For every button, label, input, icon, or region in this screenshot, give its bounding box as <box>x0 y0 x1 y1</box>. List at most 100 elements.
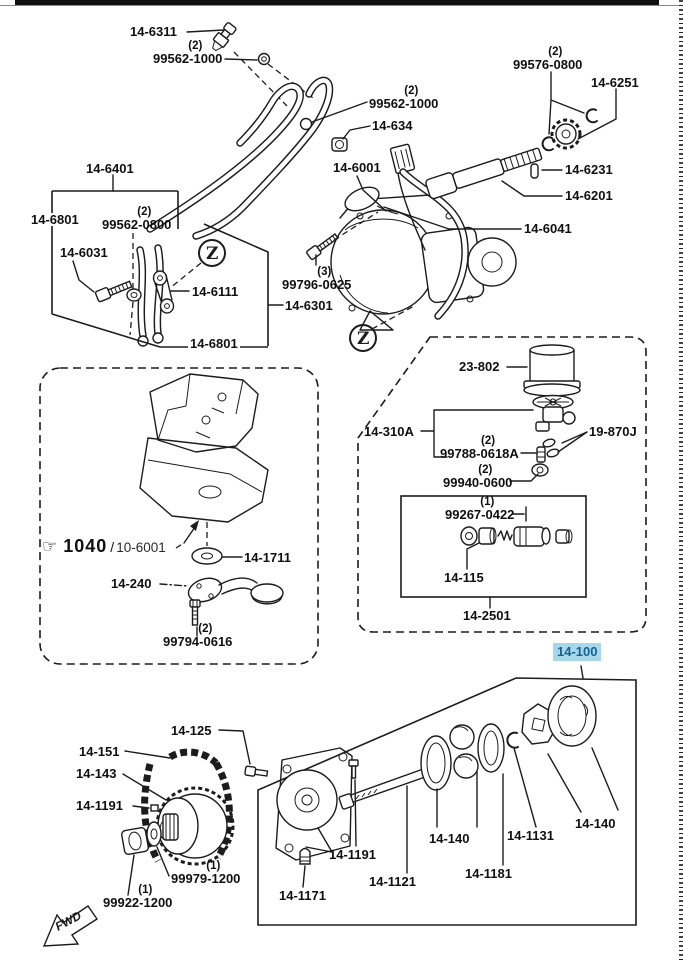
engine-callout[interactable]: ☞ 1040 / 10-6001 <box>42 536 166 557</box>
part-number: 14-634 <box>372 118 413 133</box>
part-number: 99562-1000 <box>369 96 439 111</box>
part-number: 14-1181 <box>465 866 512 881</box>
part-label-14-6041[interactable]: 14-6041 <box>524 222 572 235</box>
part-number: 14-6801 <box>31 212 79 227</box>
part-label-14-1191-left[interactable]: 14-1191 <box>76 799 123 812</box>
part-number: 14-6041 <box>524 221 572 236</box>
part-number: 14-1191 <box>329 847 376 862</box>
part-number: 14-100 <box>553 643 602 661</box>
part-label-14-6231[interactable]: 14-6231 <box>565 163 613 176</box>
part-number: 99796-0625 <box>282 277 352 292</box>
part-label-14-151[interactable]: 14-151 <box>79 745 119 758</box>
relief-valve-box <box>400 495 587 609</box>
part-label-14-6001[interactable]: 14-6001 <box>333 161 381 174</box>
part-label-14-140-a[interactable]: 14-140 <box>429 832 469 845</box>
fwd-direction-arrow: FWD <box>42 905 98 947</box>
part-label-14-140-b[interactable]: 14-140 <box>575 817 615 830</box>
bolt-99796-0625-drawing <box>306 211 379 266</box>
part-label-14-6201[interactable]: 14-6201 <box>565 189 613 202</box>
part-label-14-1171[interactable]: 14-1171 <box>279 889 326 902</box>
part-label-14-6311[interactable]: 14-6311 <box>130 25 177 38</box>
part-label-99794-0616[interactable]: (2)99794-0616 <box>163 623 232 648</box>
part-label-99562-0800[interactable]: (2)99562-0800 <box>102 206 171 231</box>
part-number: 14-115 <box>444 570 484 585</box>
pipe-group-box <box>51 174 268 348</box>
oil-pump-parts-dashed-box <box>357 336 647 633</box>
part-label-14-6111[interactable]: 14-6111 <box>192 285 238 298</box>
zone-marker-z1: Z <box>169 239 226 289</box>
part-label-99979-1200[interactable]: (1)99979-1200 <box>171 860 240 885</box>
oil-pipe-assembly-drawing <box>126 76 348 347</box>
part-number: 99788-0618A <box>440 446 519 461</box>
drive-shaft-assembly-drawing <box>425 108 598 200</box>
quantity-marker: (1) <box>206 860 221 872</box>
part-label-14-125[interactable]: 14-125 <box>171 724 211 737</box>
part-label-99562-1000-a[interactable]: (2)99562-1000 <box>153 40 222 65</box>
part-number: 14-6311 <box>130 24 177 39</box>
engine-block-dashed-box <box>39 367 319 665</box>
part-label-99788-0618A[interactable]: (2)99788-0618A <box>440 435 519 460</box>
part-number: 99562-0800 <box>102 217 172 232</box>
quantity-marker: (2) <box>548 46 563 58</box>
quantity-marker: (1) <box>138 884 153 896</box>
part-number: 14-1191 <box>76 798 123 813</box>
part-label-14-240[interactable]: 14-240 <box>111 577 151 590</box>
quantity-marker: (2) <box>137 206 152 218</box>
part-label-14-6301[interactable]: 14-6301 <box>285 299 333 312</box>
water-pump-drawing <box>275 747 353 888</box>
part-label-14-2501[interactable]: 14-2501 <box>463 609 511 622</box>
part-label-14-634[interactable]: 14-634 <box>372 119 412 132</box>
sprocket-chain-drawing <box>121 729 269 896</box>
quantity-marker: (2) <box>198 623 213 635</box>
part-label-14-1121[interactable]: 14-1121 <box>369 875 416 888</box>
part-label-99922-1200[interactable]: (1)99922-1200 <box>103 884 172 909</box>
relief-valve-parts-drawing <box>460 506 573 570</box>
part-label-14-6031[interactable]: 14-6031 <box>60 246 108 259</box>
part-number: 14-240 <box>111 576 152 591</box>
pipe-group-box-2 <box>203 223 284 346</box>
part-label-99940-0600[interactable]: (2)99940-0600 <box>443 464 512 489</box>
part-label-14-1181[interactable]: 14-1181 <box>465 867 512 880</box>
quantity-marker: (2) <box>478 464 493 476</box>
part-number: 14-1121 <box>369 874 416 889</box>
part-label-14-6801-left[interactable]: 14-6801 <box>29 213 81 226</box>
part-number: 99576-0800 <box>513 57 583 72</box>
part-number: 99267-0422 <box>445 507 515 522</box>
part-label-99562-1000-b[interactable]: (2)99562-1000 <box>369 85 438 110</box>
part-number: 14-2501 <box>463 608 511 623</box>
callout-separator: / <box>110 539 115 555</box>
part-number: 14-140 <box>429 831 470 846</box>
part-label-99267-0422[interactable]: (1)99267-0422 <box>445 496 514 521</box>
quantity-marker: (2) <box>404 85 419 97</box>
part-number: 14-6401 <box>86 161 134 176</box>
part-label-14-1711[interactable]: 14-1711 <box>244 551 291 564</box>
quantity-marker: (1) <box>480 496 495 508</box>
part-label-14-1191-box[interactable]: 14-1191 <box>329 848 376 861</box>
part-label-19-870J[interactable]: 19-870J <box>589 425 637 438</box>
part-label-23-802[interactable]: 23-802 <box>459 360 499 373</box>
bolt-14-6031-drawing <box>94 280 133 303</box>
part-number: 99940-0600 <box>443 475 513 490</box>
part-number: 14-6111 <box>192 284 239 299</box>
part-label-14-115[interactable]: 14-115 <box>444 571 484 584</box>
oil-pump-assembly-drawing <box>330 143 517 331</box>
part-label-14-1131[interactable]: 14-1131 <box>507 829 554 842</box>
part-number: 19-870J <box>589 424 637 439</box>
engine-block-drawing <box>139 373 284 637</box>
part-label-14-143[interactable]: 14-143 <box>76 767 116 780</box>
part-number: 14-6801 <box>190 336 238 351</box>
part-number: 14-151 <box>79 744 120 759</box>
part-number: 14-1711 <box>244 550 291 565</box>
part-label-14-100[interactable]: 14-100 <box>553 643 602 661</box>
part-number: 14-143 <box>76 766 117 781</box>
part-label-99796-0625[interactable]: (3)99796-0625 <box>282 266 351 291</box>
pointing-hand-icon: ☞ <box>42 537 58 556</box>
part-label-14-6251[interactable]: 14-6251 <box>591 76 639 89</box>
part-label-14-310A[interactable]: 14-310A <box>364 425 414 438</box>
part-label-14-6401[interactable]: 14-6401 <box>86 162 134 175</box>
quantity-marker: (3) <box>317 266 332 278</box>
part-label-14-6801-bottom[interactable]: 14-6801 <box>188 337 240 350</box>
part-number: 14-1131 <box>507 828 554 843</box>
part-label-99576-0800[interactable]: (2)99576-0800 <box>513 46 582 71</box>
